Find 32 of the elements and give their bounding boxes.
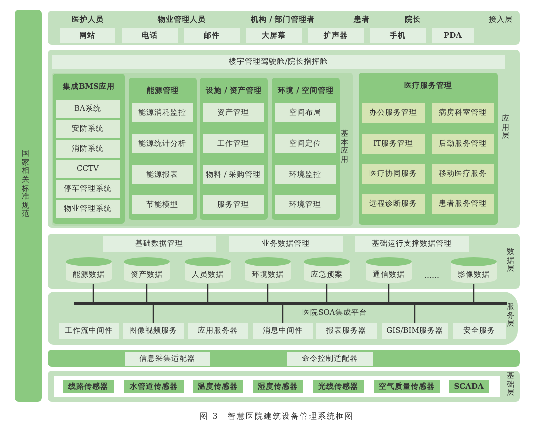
connector-line [267,284,269,302]
module-group [129,78,197,220]
layer-panel [48,292,518,345]
figure-caption: 图 3 智慧医院建筑设备管理系统框图 [199,413,355,421]
connector-line [473,284,475,302]
database-cylinder [244,257,292,284]
layer-panel [48,371,520,402]
connector-line [152,305,154,323]
connector-line [146,284,148,302]
bus-line [74,302,507,305]
standards-bar [15,10,42,402]
layer-panel [48,11,520,45]
database-cylinder [184,257,232,284]
module-group [272,78,340,220]
connector-line [207,284,209,302]
connector-line [282,305,284,323]
module-group [53,74,125,224]
database-cylinder [65,257,113,284]
database-cylinder [450,257,498,284]
module-panel [52,73,353,226]
connector-line [92,284,94,302]
database-cylinder [365,257,413,284]
layer-panel [48,234,520,289]
connector-line [388,284,390,302]
connector-line [414,305,416,323]
adapter-band [48,350,520,367]
database-cylinder [303,257,351,284]
database-cylinder [123,257,171,284]
module-group [359,73,498,225]
module-group [200,78,268,220]
connector-line [326,284,328,302]
layer-panel [48,50,520,228]
